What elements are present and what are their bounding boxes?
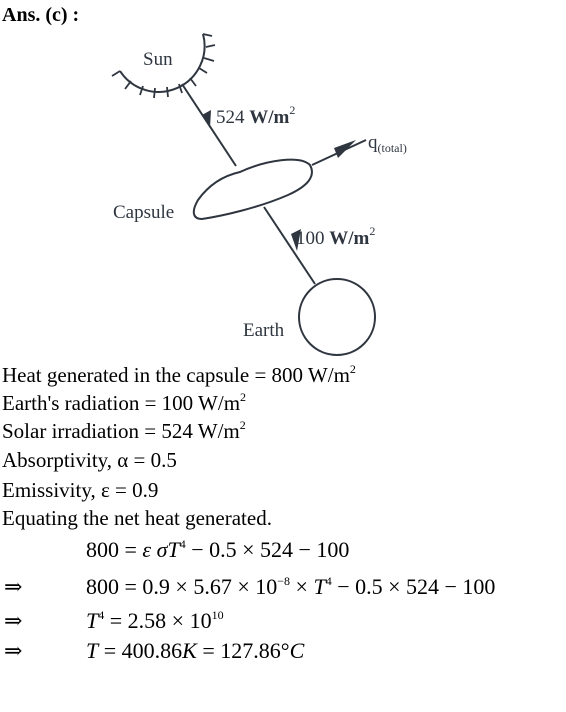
equation-4: T = 400.86K = 127.86°C (86, 638, 305, 663)
sun-icon (111, 33, 216, 99)
absorptivity-line: Absorptivity, α = 0.5 (2, 448, 177, 472)
earth-ray-line (263, 206, 316, 285)
equation-3: T4 = 2.58 × 1010 (86, 608, 224, 633)
q-total-arrowhead (334, 140, 356, 158)
equating-line: Equating the net heat generated. (2, 506, 272, 530)
sun-label: Sun (143, 49, 173, 70)
emissivity-line: Emissivity, ε = 0.9 (2, 478, 159, 502)
implies-symbol-2: ⇒ (4, 608, 23, 633)
earth-flux-label: 100 W/m2 (296, 224, 375, 249)
equation-2: 800 = 0.9 × 5.67 × 10−8 × T4 − 0.5 × 524… (86, 574, 496, 599)
implies-symbol-1: ⇒ (4, 574, 23, 599)
solar-flux-label: 524 W/m2 (216, 103, 295, 128)
capsule-heat-diagram: Sun 524 W/m2 Capsule q(total) 100 W/m2 E… (111, 33, 407, 356)
earth-circle (298, 278, 376, 356)
solar-irradiation-line: Solar irradiation = 524 W/m2 (2, 418, 246, 443)
equation-1: 800 = ε σT4 − 0.5 × 524 − 100 (86, 537, 350, 562)
earth-ray-arrowhead (291, 229, 301, 251)
earth-radiation-line: Earth's radiation = 100 W/m2 (2, 390, 247, 415)
earth-label: Earth (243, 320, 285, 341)
q-total-label: q(total) (368, 132, 407, 155)
implies-symbol-3: ⇒ (4, 638, 23, 663)
answer-heading: Ans. (c) : (2, 4, 80, 26)
heat-generated-line: Heat generated in the capsule = 800 W/m2 (2, 362, 356, 387)
solar-ray-arrowhead (202, 110, 211, 128)
capsule-label: Capsule (113, 202, 174, 223)
capsule-shape (192, 158, 313, 221)
